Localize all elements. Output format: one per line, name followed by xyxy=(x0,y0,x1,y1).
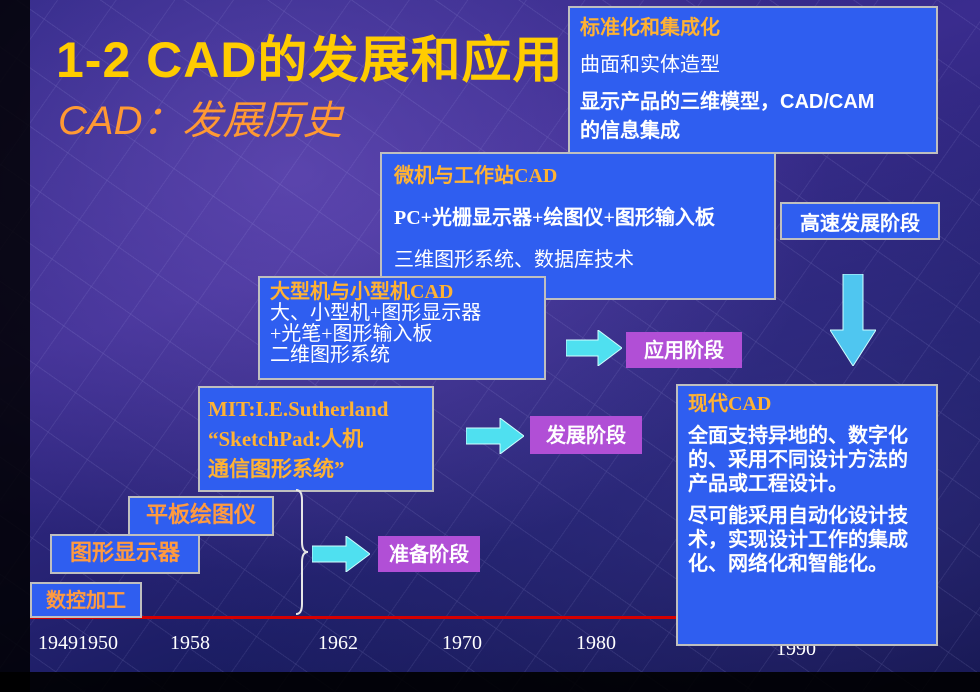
left-frame xyxy=(0,0,30,692)
slide-subtitle: CAD：发展历史 xyxy=(58,99,343,143)
arrow-right-icon xyxy=(566,330,622,366)
large-cad-heading: 大型机与小型机CAD xyxy=(270,281,454,303)
arrow-down-icon xyxy=(830,274,876,366)
micro-cad-heading: 微机与工作站CAD xyxy=(394,165,558,187)
graphic-display-tag: 图形显示器 xyxy=(50,534,200,574)
mit-sketchpad-box: MIT:I.E.Sutherland “SketchPad:人机 通信图形系统” xyxy=(198,386,434,492)
arrow-right-icon xyxy=(312,536,370,572)
standardization-line-2: 显示产品的三维模型，CAD/CAM xyxy=(580,91,875,113)
standardization-line-3: 的信息集成 xyxy=(580,120,680,142)
brace-icon xyxy=(295,489,309,615)
large-cad-line-3: 二维图形系统 xyxy=(270,344,390,366)
stage-application: 应用阶段 xyxy=(626,332,742,368)
standardization-box: 标准化和集成化 曲面和实体造型 显示产品的三维模型，CAD/CAM 的信息集成 xyxy=(568,6,938,154)
arrow-right-icon xyxy=(466,418,524,454)
stage-preparation: 准备阶段 xyxy=(378,536,480,572)
modern-cad-box: 现代CAD 全面支持异地的、数字化的、采用不同设计方法的产品或工程设计。 尽可能… xyxy=(676,384,938,646)
stage-rapid-development: 高速发展阶段 xyxy=(780,202,940,240)
slide-title: 1-2 CAD的发展和应用 xyxy=(56,32,564,88)
timeline-label-1970: 1970 xyxy=(442,632,482,654)
timeline-label-1949-1950: 19491950 xyxy=(38,632,118,654)
mit-line-2: “SketchPad:人机 xyxy=(208,427,364,451)
stage-development: 发展阶段 xyxy=(530,416,642,454)
modern-cad-heading: 现代CAD xyxy=(688,393,772,415)
large-cad-line-1: 大、小型机+图形显示器 xyxy=(270,302,482,324)
micro-cad-box: 微机与工作站CAD PC+光栅显示器+绘图仪+图形输入板 三维图形系统、数据库技… xyxy=(380,152,776,300)
timeline-label-1980: 1980 xyxy=(576,632,616,654)
timeline-label-1958: 1958 xyxy=(170,632,210,654)
bottom-frame xyxy=(0,672,980,692)
micro-cad-line-2: 三维图形系统、数据库技术 xyxy=(394,249,634,271)
large-cad-box: 大型机与小型机CAD 大、小型机+图形显示器 +光笔+图形输入板 二维图形系统 xyxy=(258,276,546,380)
mit-line-3: 通信图形系统” xyxy=(208,457,345,481)
standardization-line-1: 曲面和实体造型 xyxy=(580,54,720,76)
micro-cad-line-1: PC+光栅显示器+绘图仪+图形输入板 xyxy=(394,207,715,229)
standardization-heading: 标准化和集成化 xyxy=(580,17,720,39)
modern-cad-paragraph-1: 全面支持异地的、数字化的、采用不同设计方法的产品或工程设计。 xyxy=(688,425,908,495)
mit-line-1: MIT:I.E.Sutherland xyxy=(208,397,389,421)
timeline-label-1962: 1962 xyxy=(318,632,358,654)
large-cad-line-2: +光笔+图形输入板 xyxy=(270,323,433,345)
nc-machining-tag: 数控加工 xyxy=(30,582,142,618)
flatbed-plotter-tag: 平板绘图仪 xyxy=(128,496,274,536)
timeline-axis xyxy=(30,616,690,619)
modern-cad-paragraph-2: 尽可能采用自动化设计技术，实现设计工作的集成化、网络化和智能化。 xyxy=(688,505,908,575)
